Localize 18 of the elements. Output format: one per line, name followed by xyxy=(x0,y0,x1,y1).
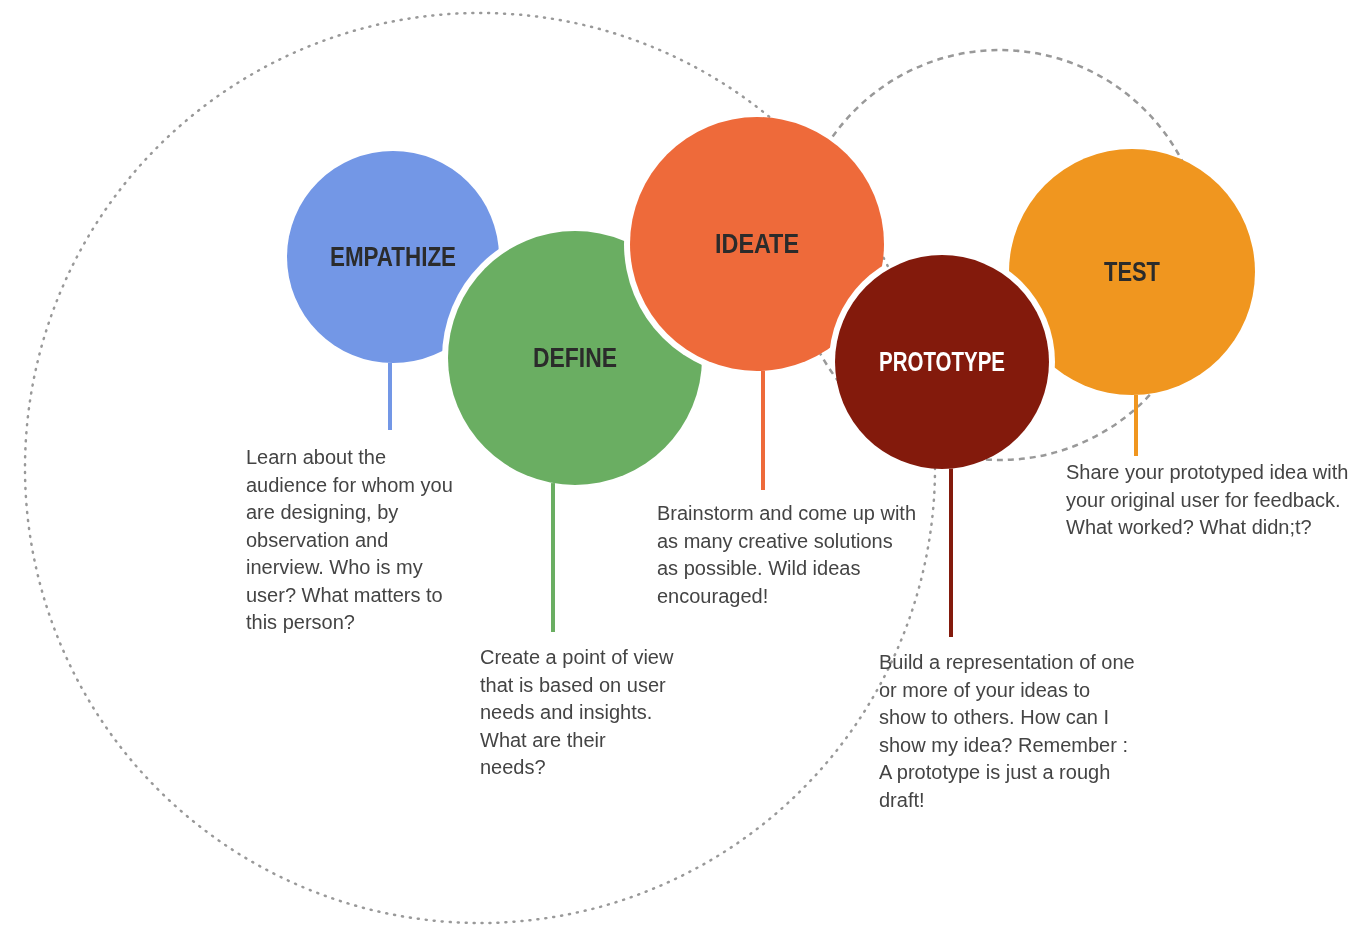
phase-circle xyxy=(1009,149,1255,395)
description-text: Brainstorm and come up with as many creative solutions as possible. Wild ideas encouraged! xyxy=(657,490,919,610)
connector-line xyxy=(388,362,392,430)
description-text: Share your prototyped idea with your original user for feedback. What worked? What didn;t? xyxy=(1066,456,1360,542)
connector-line xyxy=(551,483,555,632)
phase-label: DEFINE xyxy=(533,343,632,373)
connector-line xyxy=(949,468,953,637)
description-text: Create a point of view that is based on user needs and insights. What are their needs? xyxy=(480,632,676,782)
phase-label: TEST xyxy=(1104,257,1173,287)
phase-label: EMPATHIZE xyxy=(330,242,482,272)
connector-line xyxy=(761,370,765,490)
phase-circle xyxy=(835,255,1049,469)
description-text: Build a representation of one or more of your ideas to show to others. How can I show my idea? Remember : A prototype is just a rough draft! xyxy=(879,637,1141,814)
phase-label: IDEATE xyxy=(715,229,812,259)
connector-line xyxy=(1134,394,1138,456)
phase-circle xyxy=(287,151,499,363)
phase-label: PROTOTYPE xyxy=(879,347,1046,377)
description-text: Learn about the audience for whom you are designing, by observation and inerview. Who is my user? What matters to this person? xyxy=(246,430,458,637)
